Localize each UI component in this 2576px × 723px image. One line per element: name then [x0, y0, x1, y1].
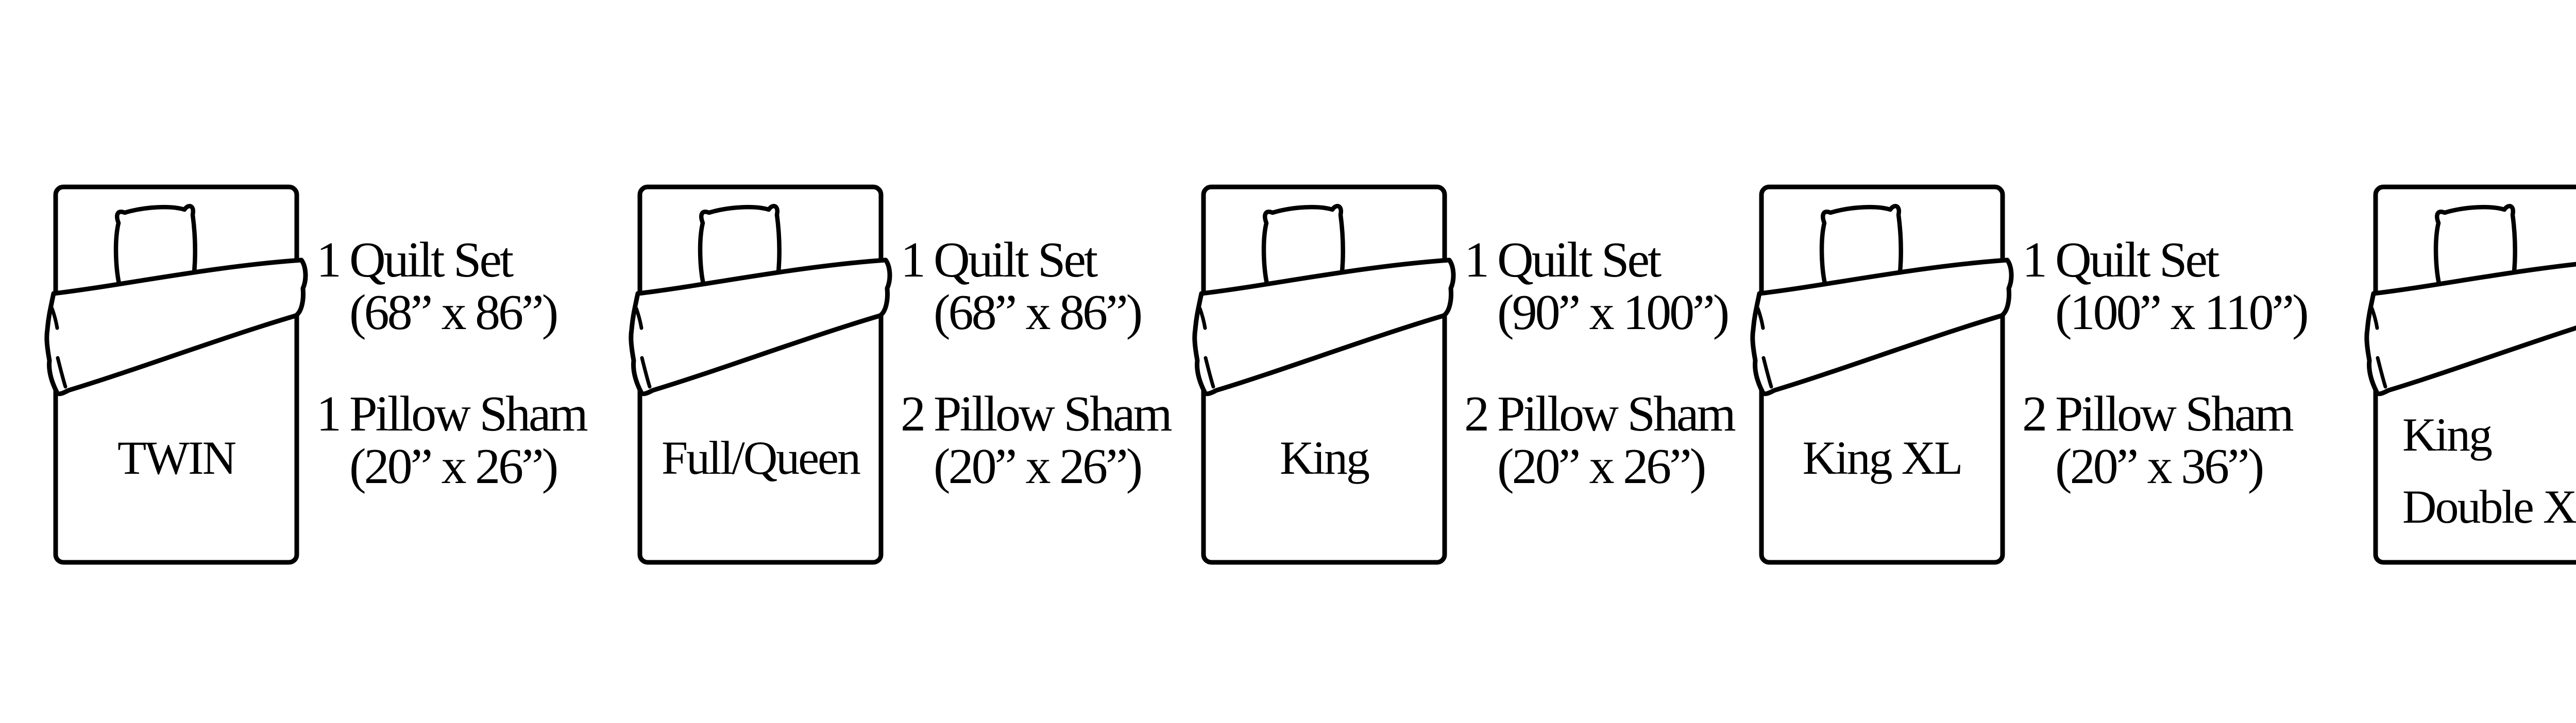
quilt-icon: [629, 257, 892, 397]
bed-size-label: King: [1204, 432, 1445, 484]
bed-illustration: [1750, 184, 2014, 565]
quilt-fold-line-icon: [1198, 306, 1215, 389]
pillow-sham-label: Pillow Sham: [2055, 386, 2294, 442]
quilt-set-label: Quilt Set: [2055, 232, 2219, 288]
quilt-fold-line-icon: [2370, 306, 2387, 389]
bed-illustration: [1192, 184, 1456, 565]
quilt-set-dims: (68” x 86”): [349, 285, 558, 340]
quilt-fold-line-icon: [1756, 306, 1773, 389]
quilt-set-dims: (100” x 110”): [2055, 285, 2309, 340]
bed-illustration: [629, 184, 892, 565]
bed-size-label: King Double XL: [2376, 399, 2576, 543]
bed-size-label: Full/Queen: [640, 432, 881, 484]
quilt-set-label: Quilt Set: [1497, 232, 1662, 288]
quilt-set-qty: 1: [2022, 232, 2047, 288]
quilt-set-label: Quilt Set: [349, 232, 514, 288]
bed-size-label: TWIN: [56, 432, 297, 484]
pillow-sham-qty: 1: [316, 386, 342, 442]
bed-illustration: [2364, 184, 2576, 565]
bed-size-label: King XL: [1761, 432, 2003, 484]
pillow-sham-label: Pillow Sham: [1497, 386, 1736, 442]
pillow-sham-dims: (20” x 26”): [1497, 439, 1706, 494]
quilt-set-dims: (68” x 86”): [934, 285, 1143, 340]
quilt-set-dims: (90” x 100”): [1497, 285, 1730, 340]
bed-illustration: [44, 184, 308, 565]
pillow-sham-dims: (20” x 26”): [934, 439, 1143, 494]
pillow-sham-qty: 2: [901, 386, 926, 442]
bed-size-name: King: [1280, 432, 1370, 484]
pillow-sham-qty: 2: [2022, 386, 2047, 442]
pillow-sham-dims: (20” x 36”): [2055, 439, 2264, 494]
pillow-sham-dims: (20” x 26”): [349, 439, 558, 494]
quilt-set-qty: 1: [901, 232, 926, 288]
bed-size-name: King XL: [1802, 432, 1963, 484]
quilt-icon: [1750, 257, 2014, 397]
bed-size-name: King: [2402, 408, 2493, 461]
quilt-fold-line-icon: [634, 306, 652, 389]
pillow-sham-label: Pillow Sham: [349, 386, 588, 442]
bed-size-name: TWIN: [117, 432, 236, 484]
quilt-icon: [44, 257, 308, 397]
bed-size-name-line2: Double XL: [2402, 480, 2576, 533]
pillow-sham-label: Pillow Sham: [934, 386, 1173, 442]
quilt-set-qty: 1: [316, 232, 342, 288]
quilt-icon: [1192, 257, 1456, 397]
pillow-sham-qty: 2: [1464, 386, 1489, 442]
quilt-icon: [2364, 262, 2576, 397]
quilt-set-label: Quilt Set: [934, 232, 1098, 288]
quilt-set-qty: 1: [1464, 232, 1489, 288]
quilt-fold-line-icon: [50, 306, 67, 389]
bed-size-name: Full/Queen: [662, 432, 861, 484]
